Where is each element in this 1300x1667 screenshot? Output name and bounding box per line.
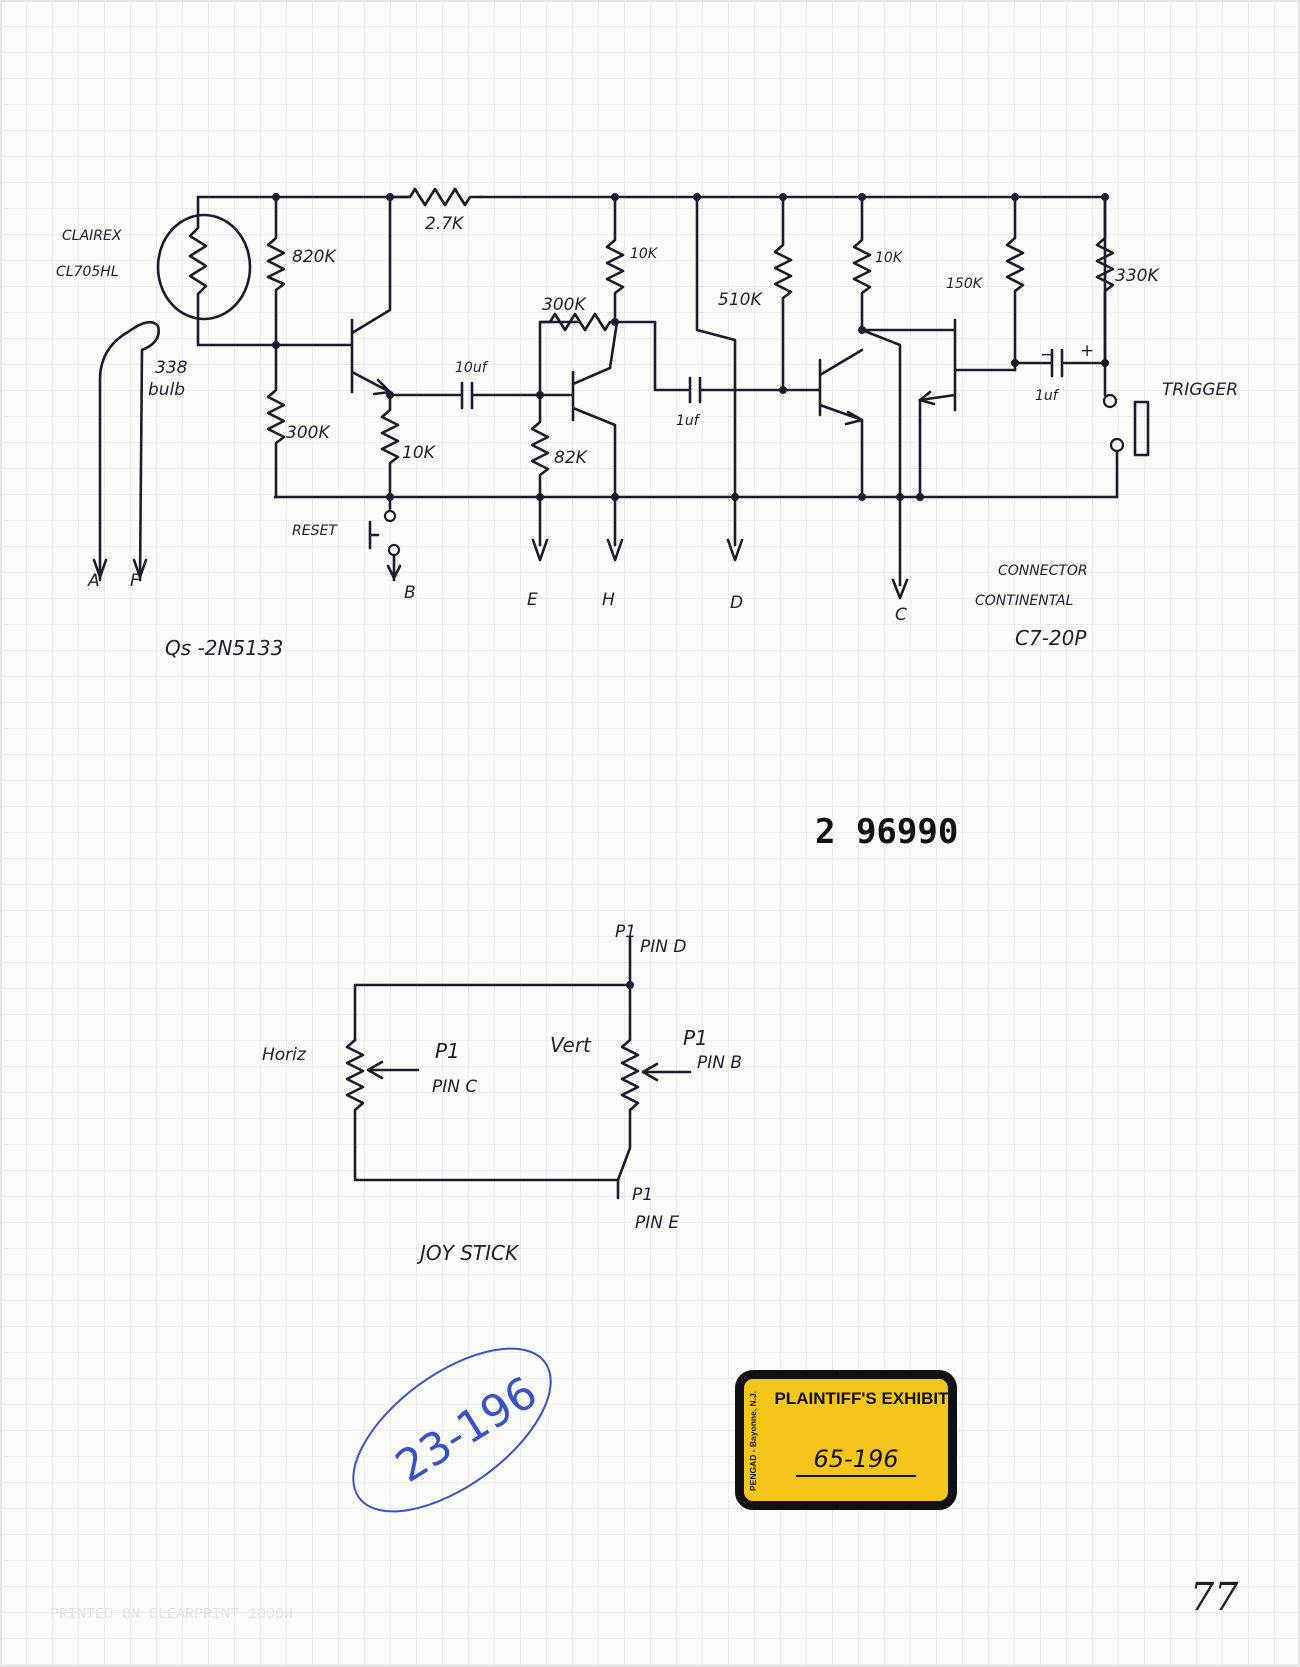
photocell-lamp-outline (156, 213, 252, 321)
blue-ink-circle (352, 1347, 552, 1513)
q3-emitter-arrow (844, 410, 864, 426)
joystick-pin-e: PIN E (635, 1213, 679, 1233)
label-10k-mid: 10K (630, 246, 659, 262)
joystick-p1-b: P1 (683, 1026, 708, 1050)
circuit-schematic: CLAIREX CL705HL 338 bulb 820K 2.7K 300K … (56, 187, 1238, 660)
connector-label-3: C7-20P (1015, 626, 1087, 650)
transistor-q2 (538, 320, 619, 547)
label-300k-left: 300K (286, 423, 331, 443)
page-number: 77 (1190, 1575, 1239, 1619)
trigger-contact-top (1102, 393, 1118, 409)
label-pin-c: C (895, 605, 907, 625)
horiz-potentiometer (345, 1038, 620, 1200)
label-reset: RESET (292, 523, 338, 539)
bulb-label-2: bulb (148, 380, 185, 400)
resistor-10k-right (852, 195, 872, 332)
label-pin-d: D (730, 593, 743, 613)
label-820k: 820K (292, 247, 337, 267)
label-82k: 82K (554, 448, 589, 468)
label-pin-e: E (527, 590, 538, 610)
resistor-820k (266, 195, 286, 347)
label-cap-1uf-right: 1uf (1035, 388, 1060, 404)
lamp-label-2: CL705HL (56, 264, 119, 280)
joystick-caption: JOY STICK (416, 1241, 520, 1265)
resistor-2-7k (388, 187, 484, 207)
vert-wiper-arrow (641, 1062, 692, 1082)
transistor-q3 (781, 348, 864, 499)
resistor-10k-mid (605, 195, 625, 324)
resistor-330k (1095, 195, 1115, 365)
cap-plus: + (1080, 341, 1094, 361)
connector-label-2: CONTINENTAL (975, 593, 1073, 609)
label-150k: 150K (946, 276, 984, 292)
trigger-contact-bottom (1109, 437, 1125, 453)
photocell-resistor (188, 195, 278, 347)
arrow-d (726, 538, 744, 562)
blue-ink-number: 23-196 (387, 1367, 546, 1493)
joystick-p1-e: P1 (632, 1185, 653, 1205)
bulb-leads (98, 320, 160, 582)
faint-footer-text: PRINTED ON CLEARPRINT 1000H (50, 1606, 293, 1623)
arrow-c (891, 578, 909, 600)
arrow-h (606, 538, 624, 562)
label-10k-emitter: 10K (402, 443, 437, 463)
transistor-q4 (918, 318, 1017, 499)
resistor-10k-emitter (380, 390, 400, 499)
label-510k: 510K (718, 290, 763, 310)
exhibit-sticker-side-text: PENGAD - Bayonne, N.J. (748, 1390, 758, 1492)
resistor-300k-left (266, 343, 286, 499)
label-300k-feedback: 300K (542, 295, 587, 315)
resistor-82k (530, 393, 550, 547)
exhibit-sticker-number: 65-196 (796, 1445, 916, 1477)
bulb-label-1: 338 (155, 358, 188, 378)
cap-minus: − (1040, 345, 1054, 365)
label-pin-a: A (87, 571, 100, 591)
label-trigger: TRIGGER (1162, 380, 1238, 400)
label-cap-1uf-mid: 1uf (676, 413, 701, 429)
resistor-300k-feedback (538, 312, 657, 332)
reset-switch (368, 520, 402, 582)
q3-collector-wires (860, 328, 957, 499)
resistor-150k (1005, 195, 1025, 372)
right-rail (1103, 195, 1119, 499)
exhibit-sticker-title: PLAINTIFF'S EXHIBIT (774, 1389, 949, 1408)
arrow-e (531, 538, 549, 562)
joystick-pin-d: PIN D (640, 937, 686, 957)
vert-potentiometer (616, 983, 640, 1182)
q4-emitter-arrow (918, 390, 936, 406)
label-330k: 330K (1115, 266, 1160, 286)
joystick-top-wires (353, 935, 632, 1042)
capacitor-10uf (388, 381, 542, 410)
resistor-510k (773, 195, 793, 392)
joystick-schematic: P1 PIN D Horiz P1 PIN C Vert P1 PIN B P1… (262, 922, 742, 1265)
label-2-7k: 2.7K (425, 214, 465, 234)
joystick-vert: Vert (550, 1033, 592, 1057)
transistor-q1 (274, 195, 392, 394)
connector-label-1: CONNECTOR (998, 563, 1088, 579)
plaintiffs-exhibit-sticker: PENGAD - Bayonne, N.J. PLAINTIFF'S EXHIB… (735, 1370, 957, 1510)
joystick-pin-b: PIN B (697, 1053, 742, 1073)
blue-ink-note: 23-196 (352, 1347, 552, 1513)
stamp-number: 2 96990 (815, 812, 958, 852)
wire-to-d (695, 195, 737, 547)
trigger-button (1133, 400, 1150, 457)
joystick-pin-c: PIN C (432, 1077, 477, 1097)
label-pin-f: F (130, 571, 140, 591)
label-10k-right: 10K (875, 250, 904, 266)
transistor-note: Qs -2N5133 (165, 636, 283, 660)
arrows-a-f (92, 558, 148, 579)
label-cap-10uf: 10uf (455, 360, 489, 376)
horiz-wiper-arrow (366, 1060, 420, 1080)
joystick-horiz: Horiz (262, 1045, 307, 1065)
label-pin-b: B (404, 583, 416, 603)
label-pin-h: H (602, 590, 615, 610)
capacitor-1uf-right (1013, 348, 1107, 378)
capacitor-1uf-mid (653, 320, 785, 404)
lamp-label-1: CLAIREX (62, 228, 122, 244)
joystick-p1-c: P1 (435, 1039, 460, 1063)
joystick-p1-top: P1 (615, 922, 636, 942)
